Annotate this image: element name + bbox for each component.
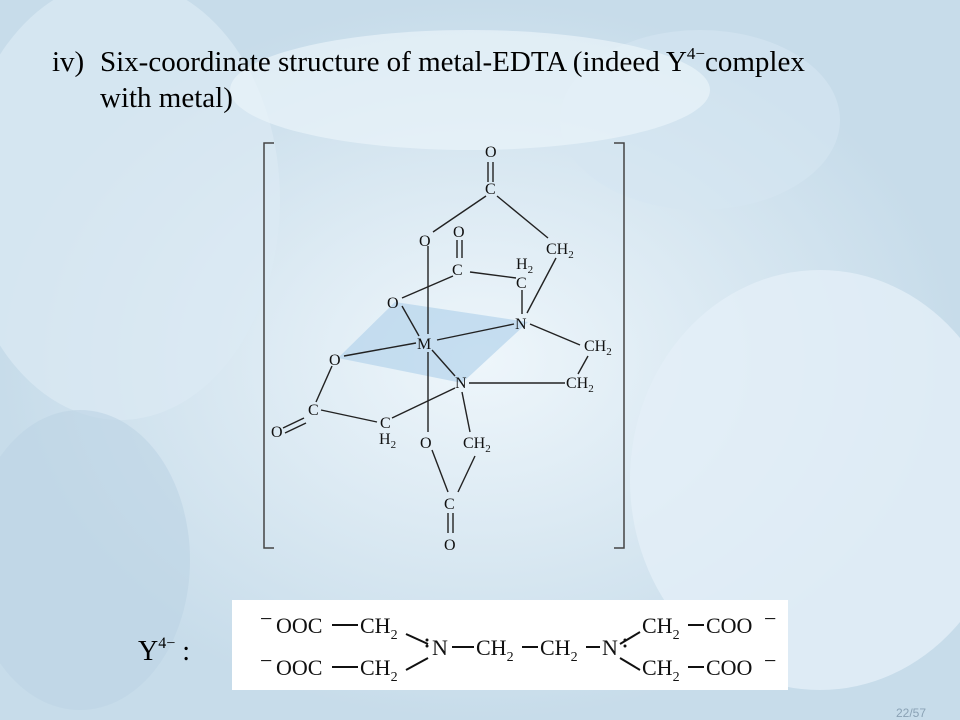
bond-lines — [282, 162, 589, 533]
heading-superscript: 4− — [686, 44, 705, 63]
atom-o-1: O — [419, 233, 431, 250]
edta-formula-drawing: − OOC CH2 − OOC CH2 N CH2 CH2 N CH2 COO … — [260, 606, 776, 685]
heading-number: iv) — [52, 46, 85, 78]
svg-text:CH2: CH2 — [360, 655, 398, 685]
svg-text:−: − — [260, 606, 272, 631]
svg-text:−: − — [260, 648, 272, 673]
edta-formula: − OOC CH2 − OOC CH2 N CH2 CH2 N CH2 COO … — [232, 600, 788, 690]
atom-h2-2: H2 — [379, 431, 396, 451]
svg-text:OOC: OOC — [276, 655, 322, 680]
lone-pairs — [425, 638, 627, 648]
coordination-plane — [338, 302, 528, 383]
svg-text:OOC: OOC — [276, 613, 322, 638]
atom-o-2: O — [453, 224, 465, 241]
page-number: 22/57 — [896, 706, 927, 720]
svg-text:CH2: CH2 — [476, 635, 514, 665]
svg-text:COO: COO — [706, 613, 752, 638]
edta-complex-structure: O C O CH2 O C H2 C O N M O CH2 N CH2 C C… — [263, 142, 625, 554]
formula-text: − OOC CH2 − OOC CH2 N CH2 CH2 N CH2 COO … — [260, 606, 776, 685]
atom-o-6: O — [420, 435, 432, 452]
svg-text:CH2: CH2 — [642, 613, 680, 643]
atom-n-2: N — [455, 375, 467, 392]
atom-ch2-1: CH2 — [546, 241, 574, 261]
atom-c-4: C — [308, 402, 319, 419]
atom-c-2: C — [452, 262, 463, 279]
complex-brackets — [263, 142, 625, 549]
atom-c-3: C — [516, 275, 527, 292]
svg-text:−: − — [764, 606, 776, 631]
atom-o-3: O — [387, 295, 399, 312]
atom-n-1: N — [515, 316, 527, 333]
heading-text: Six-coordinate structure of metal-EDTA (… — [100, 44, 900, 116]
heading-line1: Six-coordinate structure of metal-EDTA (… — [100, 46, 687, 78]
atom-c-top: C — [485, 181, 496, 198]
svg-text:CH2: CH2 — [360, 613, 398, 643]
atom-ch2-2: CH2 — [584, 338, 612, 358]
svg-text:COO: COO — [706, 655, 752, 680]
svg-text:−: − — [764, 648, 776, 673]
y4-label: Y4− : — [138, 635, 191, 668]
atom-c-5: C — [380, 415, 391, 432]
atom-ch2-3: CH2 — [566, 375, 594, 395]
atom-metal: M — [417, 336, 431, 353]
atom-o-top: O — [485, 144, 497, 161]
atom-h2: H2 — [516, 256, 533, 276]
atom-ch2-4: CH2 — [463, 435, 491, 455]
svg-text:CH2: CH2 — [642, 655, 680, 685]
svg-text:N: N — [602, 635, 618, 660]
svg-text:N: N — [432, 635, 448, 660]
atom-o-bottom: O — [444, 537, 456, 554]
svg-text:CH2: CH2 — [540, 635, 578, 665]
atom-o-4: O — [329, 352, 341, 369]
heading-line1-end: complex — [704, 46, 805, 78]
atom-o-5: O — [271, 424, 283, 441]
formula-bonds — [332, 624, 704, 671]
atom-labels: O C O CH2 O C H2 C O N M O CH2 N CH2 C C… — [271, 144, 612, 554]
atom-c-6: C — [444, 496, 455, 513]
heading-line2: with metal) — [100, 82, 233, 114]
